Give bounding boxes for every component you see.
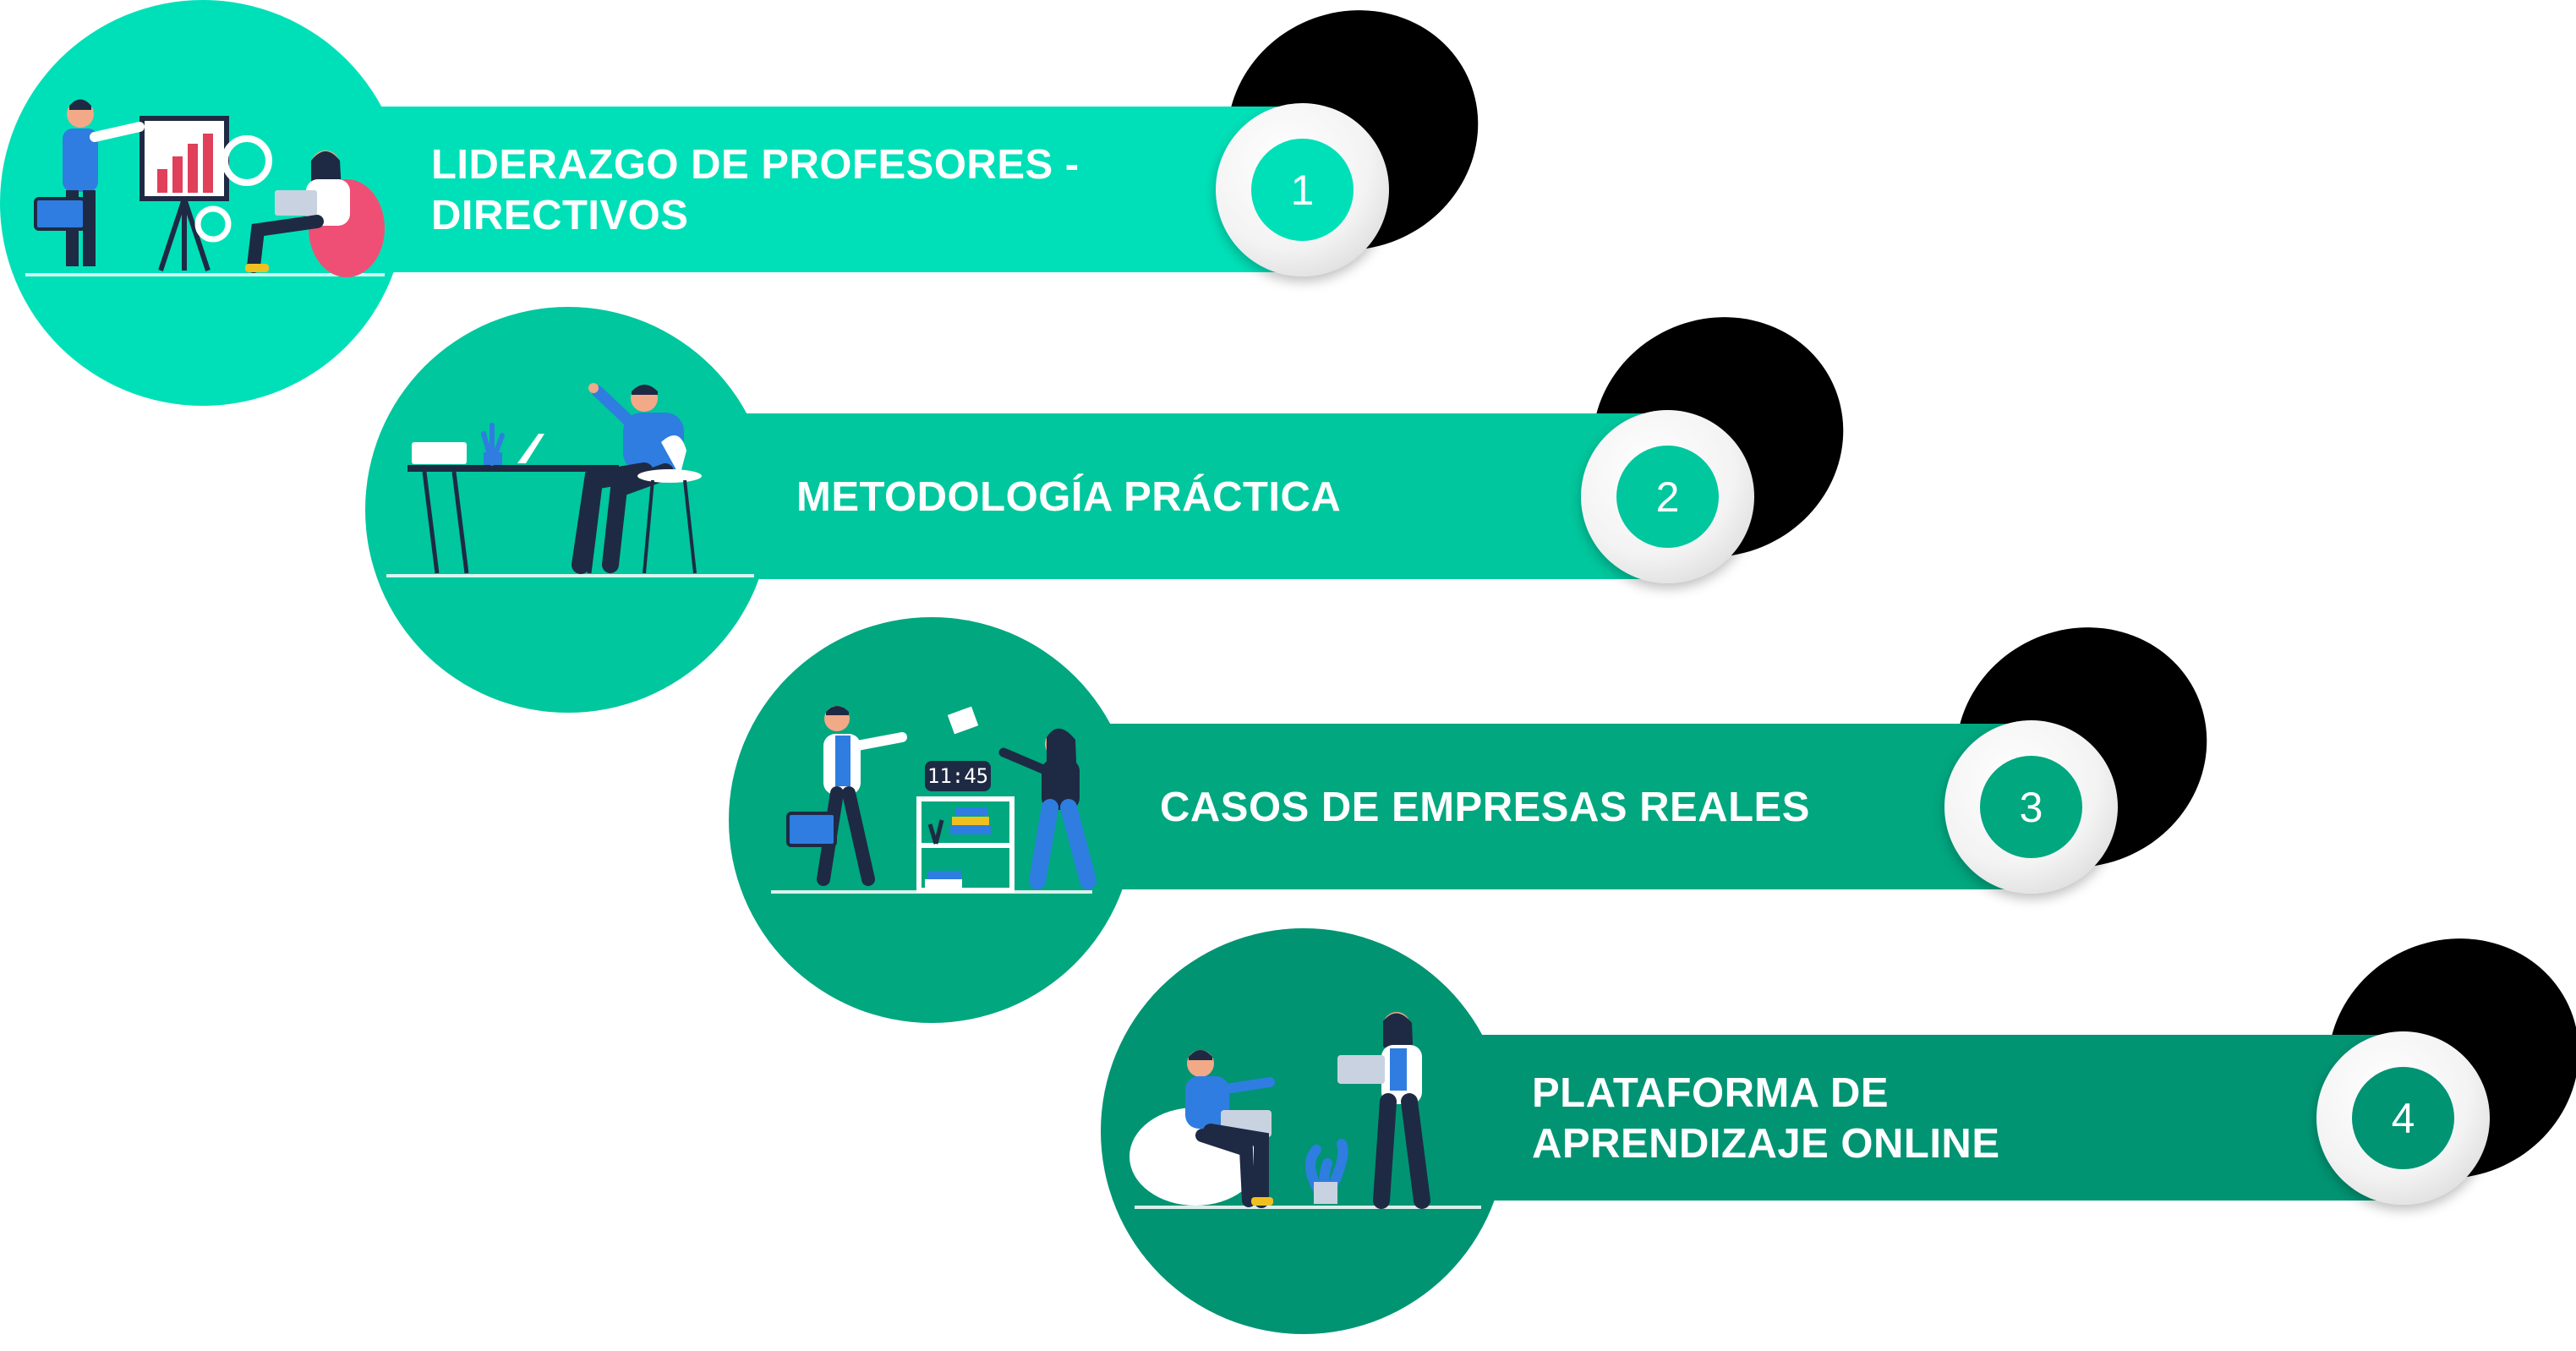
step-2: METODOLOGÍA PRÁCTICA 2 bbox=[365, 276, 1884, 730]
step-4: PLATAFORMA DE APRENDIZAJE ONLINE 4 bbox=[1101, 897, 2576, 1351]
step-1-bar bbox=[338, 107, 1302, 272]
step-1-number: 1 bbox=[1251, 139, 1354, 241]
step-2-disk bbox=[365, 307, 771, 713]
step-3-number: 3 bbox=[1980, 756, 2082, 858]
presentation-chart-icon bbox=[25, 99, 385, 277]
step-4-number: 4 bbox=[2352, 1067, 2454, 1169]
step-2-bar bbox=[703, 413, 1667, 579]
step-4-bar bbox=[1439, 1035, 2403, 1201]
office-team-clock-icon: 11:45 bbox=[771, 706, 1097, 894]
step-1: LIDERAZGO DE PROFESORES - DIRECTIVOS 1 bbox=[0, 0, 1518, 423]
step-2-number: 2 bbox=[1616, 446, 1719, 548]
online-learning-icon bbox=[1129, 1012, 1481, 1209]
step-3-label: CASOS DE EMPRESAS REALES bbox=[1160, 785, 1810, 830]
step-2-label: METODOLOGÍA PRÁCTICA bbox=[796, 474, 1342, 520]
step-3-bar bbox=[1067, 724, 2031, 889]
step-4-label: PLATAFORMA DE APRENDIZAJE ONLINE bbox=[1532, 1070, 2000, 1167]
desk-worker-icon bbox=[386, 383, 754, 577]
step-1-label: LIDERAZGO DE PROFESORES - DIRECTIVOS bbox=[431, 142, 1080, 238]
step-3: 11:45 CASOS DE EMPRESAS REALES 3 bbox=[729, 586, 2247, 1040]
clock-digits: 11:45 bbox=[927, 764, 988, 788]
